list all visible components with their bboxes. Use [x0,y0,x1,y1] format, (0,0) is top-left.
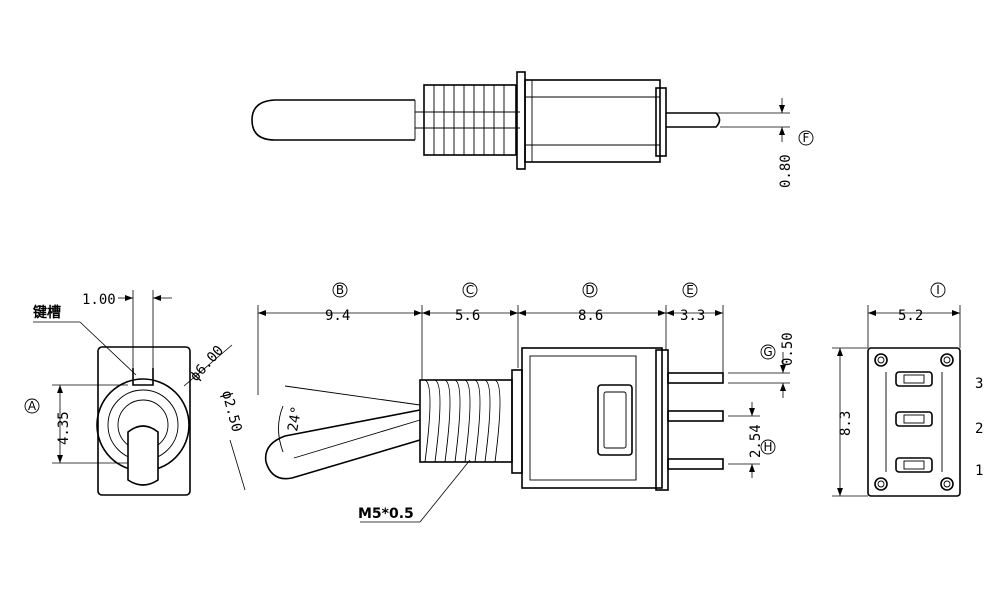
dim-height-i: 8.3 [838,411,854,436]
label-f: F [803,131,810,145]
dim-h: 2.54 [748,424,764,458]
dim-key-width: 1.00 [82,292,116,308]
dim-g: 0.50 [780,332,796,366]
dim-b: 9.4 [325,308,350,324]
bottom-view: 3 2 1 5.2 I 8.3 [832,282,983,497]
label-e: E [686,283,694,297]
dim-d: 8.6 [578,308,603,324]
dim-width-i: 5.2 [898,308,923,324]
label-i: I [936,283,940,297]
pin-3: 3 [975,376,983,392]
pin-2: 2 [975,421,983,437]
dim-diameter: ϕ6.00 [187,343,227,385]
dim-thread: M5*0.5 [358,506,414,522]
label-h: H [763,440,772,454]
label-c: C [466,283,474,297]
label-d: D [585,283,594,297]
label-a: A [28,399,37,413]
dim-e: 3.3 [680,308,705,324]
side-view: 9.4 5.6 8.6 3.3 B C D E 24° ϕ2.50 0.50 G [218,282,796,523]
front-view: 1.00 键槽 ϕ6.00 4.35 A [24,290,233,496]
dim-c: 5.6 [455,308,480,324]
top-view: 0.80 F [251,71,814,188]
dim-f: 0.80 [778,154,794,188]
dim-angle: 24° [285,405,305,433]
keyway-label: 键槽 [32,304,61,321]
label-b: B [336,283,344,297]
label-g: G [763,345,772,359]
dim-tip-dia: ϕ2.50 [218,389,244,434]
dim-height-a: 4.35 [56,411,72,445]
pin-1: 1 [975,463,983,479]
